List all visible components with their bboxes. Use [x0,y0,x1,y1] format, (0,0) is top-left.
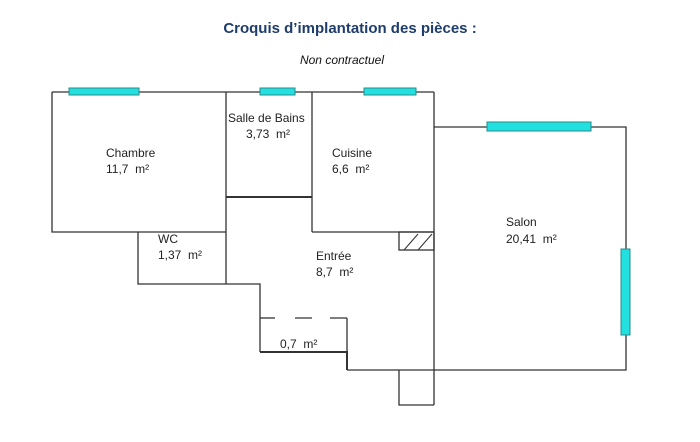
hatch-line [403,233,419,251]
window-salon-top [486,121,592,132]
page-subtitle: Non contractuel [299,53,385,67]
room-area-sdb: 3,73 m² [246,127,290,141]
entrance-box [398,370,434,406]
room-name-entree: Entrée [316,249,352,263]
window-salon-right [620,248,631,336]
room-area-salon: 20,41 m² [506,232,557,246]
window-chambre [68,87,140,96]
page-title: Croquis d’implantation des pièces : [223,20,477,37]
room-name-wc: WC [158,232,178,246]
room-name-chambre: Chambre [106,146,156,160]
room-area-chambre: 11,7 m² [106,162,149,176]
windows [68,87,631,336]
room-name-sdb: Salle de Bains [228,111,305,125]
placard-wall [260,351,348,370]
room-area-placard: 0,7 m² [280,337,317,351]
room-name-cuisine: Cuisine [332,146,372,160]
window-cuisine [363,87,417,96]
chambre-wall [51,92,226,233]
salon-wall [347,126,627,371]
room-name-salon: Salon [506,215,537,229]
window-sdb [259,87,296,96]
room-area-entree: 8,7 m² [316,265,353,279]
room-area-cuisine: 6,6 m² [332,162,369,176]
room-area-wc: 1,37 m² [158,248,202,262]
room-labels: Chambre 11,7 m² Salle de Bains 3,73 m² C… [106,111,557,351]
hatched-box [398,231,435,251]
hatch-line [417,233,433,251]
